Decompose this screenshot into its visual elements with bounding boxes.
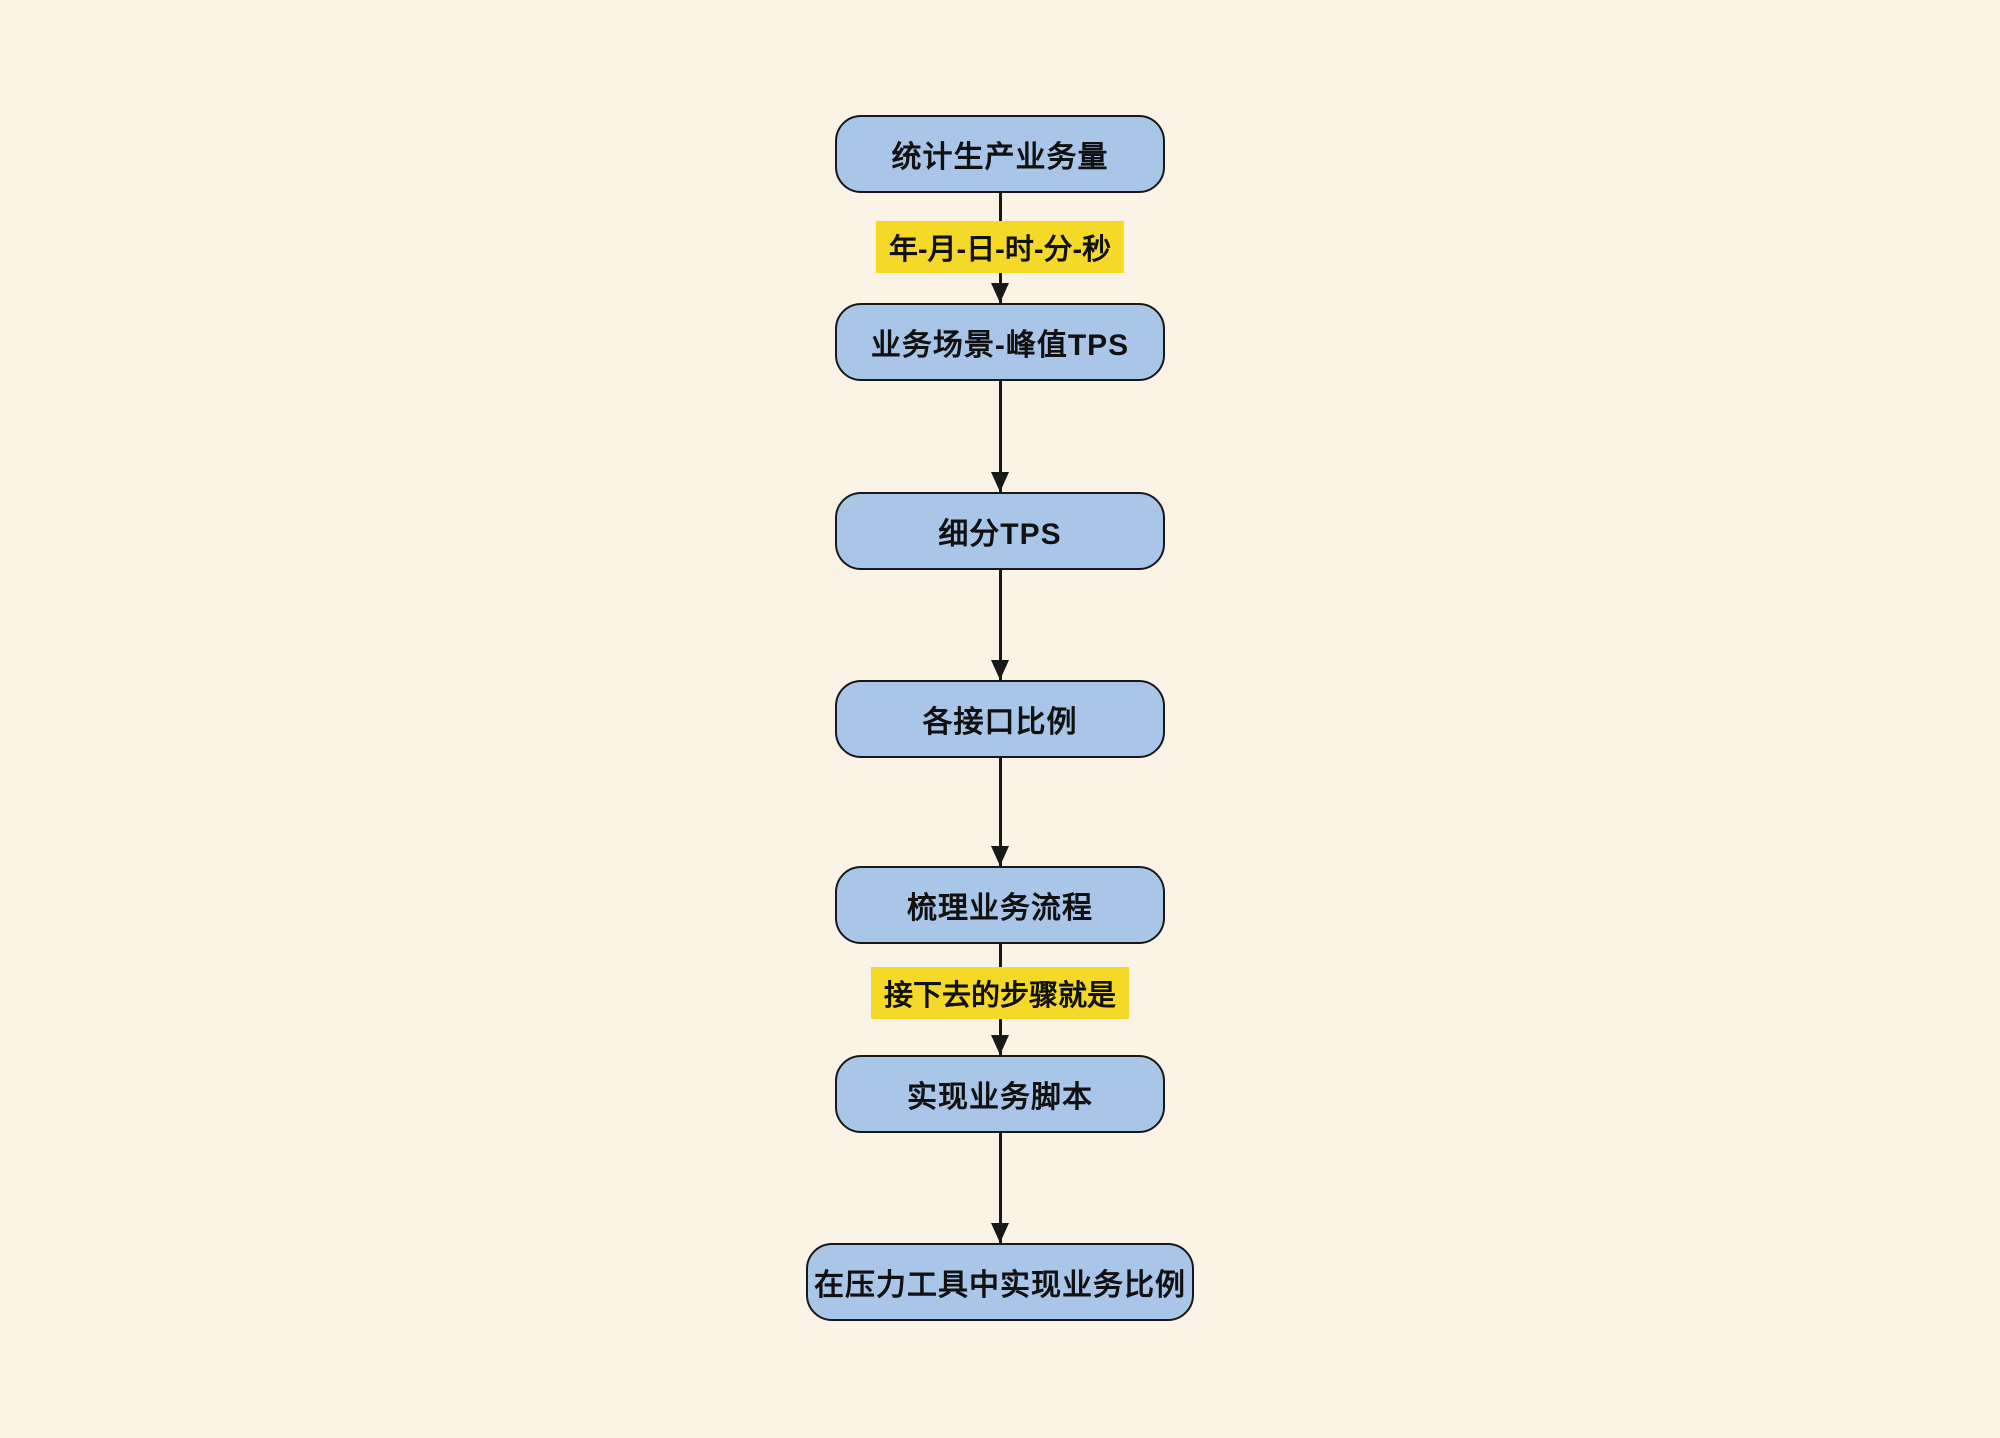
flow-arrow-6 [998,1133,1002,1243]
flow-node-implement-ratio-in-load-tool: 在压力工具中实现业务比例 [806,1243,1194,1321]
edge-label-text: 接下去的步骤就是 [883,980,1117,1012]
flow-node-business-scenario-peak-tps: 业务场景-峰值TPS [835,303,1165,381]
flow-node-subdivide-tps: 细分TPS [835,492,1165,570]
flow-arrow-4 [998,758,1002,866]
flow-node-label: 细分TPS [938,518,1062,551]
flow-node-label: 梳理业务流程 [907,892,1093,925]
edge-label-text: 年-月-日-时-分-秒 [888,234,1112,266]
edge-label-next-steps: 接下去的步骤就是 [870,967,1130,1019]
flow-arrow-2 [998,381,1002,492]
flow-arrow-3 [998,570,1002,680]
flow-node-label: 统计生产业务量 [891,141,1109,174]
flow-node-label: 各接口比例 [922,706,1078,739]
edge-label-time-granularity: 年-月-日-时-分-秒 [875,221,1125,273]
flow-node-sort-business-process: 梳理业务流程 [835,866,1165,944]
flow-node-implement-business-script: 实现业务脚本 [835,1055,1165,1133]
flow-node-count-production-volume: 统计生产业务量 [835,115,1165,193]
flow-node-label: 在压力工具中实现业务比例 [814,1269,1186,1302]
flow-node-interface-ratio: 各接口比例 [835,680,1165,758]
flow-node-label: 业务场景-峰值TPS [870,329,1130,362]
flow-node-label: 实现业务脚本 [907,1081,1093,1114]
